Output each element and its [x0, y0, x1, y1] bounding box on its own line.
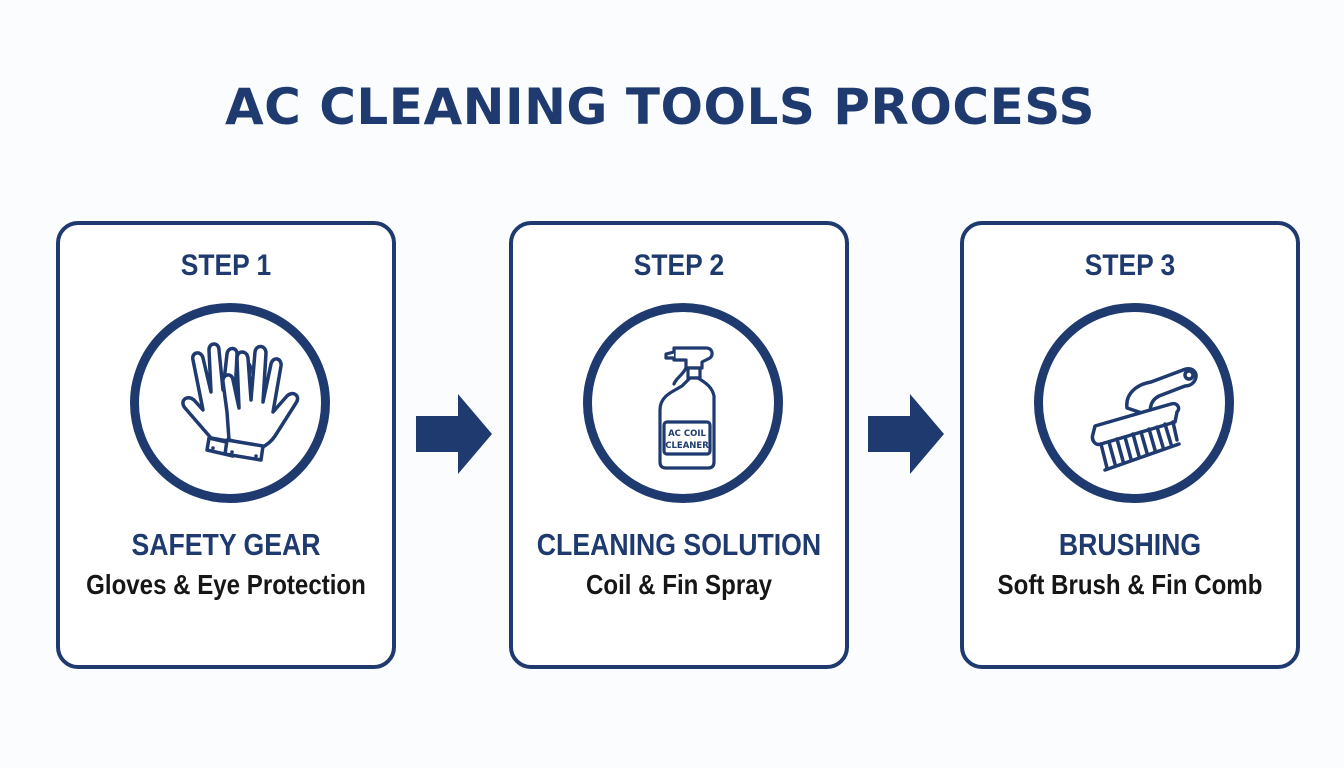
step-label: STEP 3 [1084, 249, 1176, 282]
arrow-right-icon [868, 394, 944, 474]
step-heading: SAFETY GEAR [131, 527, 321, 562]
icon-circle [1034, 303, 1234, 503]
step-card-3: STEP 3 BRUSHING [960, 221, 1300, 669]
bottle-label-line-2: CLEANER [665, 441, 709, 451]
step-subtitle: Gloves & Eye Protection [86, 569, 366, 600]
step-subtitle: Soft Brush & Fin Comb [997, 569, 1263, 600]
gloves-icon [181, 342, 300, 462]
step-card-1: STEP 1 SAFETY GEAR Gloves & Eye Protecti… [56, 221, 396, 669]
bottle-label-line-1: AC COIL [668, 429, 706, 439]
brush-icon [1090, 367, 1198, 472]
icon-circle [130, 303, 330, 503]
step-heading: CLEANING SOLUTION [536, 527, 822, 562]
icon-circle: AC COIL CLEANER [583, 303, 783, 503]
step-card-2: STEP 2 AC COIL CLEANER CLEANING SOLUTION… [509, 221, 849, 669]
arrow-right-icon [416, 394, 492, 474]
spray-bottle-icon: AC COIL CLEANER [658, 346, 716, 470]
step-label: STEP 2 [633, 249, 725, 282]
page-title: AC CLEANING TOOLS PROCESS [224, 78, 1096, 136]
step-heading: BRUSHING [1058, 527, 1202, 562]
step-subtitle: Coil & Fin Spray [586, 569, 772, 600]
step-label: STEP 1 [180, 249, 272, 282]
